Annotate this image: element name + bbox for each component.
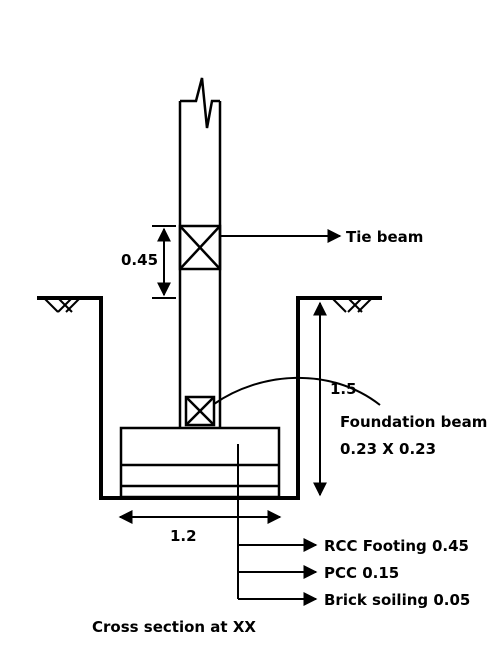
diagram-caption: Cross section at XX: [92, 618, 256, 636]
tie-beam-box: [178, 224, 222, 271]
layer-callout-leaders: [237, 444, 318, 606]
pcc-label: PCC 0.15: [324, 564, 399, 582]
ground-hatch-left: [43, 297, 81, 313]
tie-beam-label: Tie beam: [346, 228, 423, 246]
tie-beam-height-label: 0.45: [121, 251, 158, 269]
footing-width-label: 1.2: [170, 527, 197, 545]
ground-hatch-right: [331, 297, 373, 313]
column: [178, 77, 222, 428]
brick-soiling-label: Brick soiling 0.05: [324, 591, 470, 609]
excavation-depth-label: 1.5: [330, 380, 357, 398]
footing-layers: [119, 426, 281, 499]
foundation-beam-leader: [213, 376, 381, 406]
foundation-beam-label: Foundation beam: [340, 413, 487, 431]
foundation-beam-box: [184, 395, 216, 427]
rcc-footing-label: RCC Footing 0.45: [324, 537, 469, 555]
foundation-beam-size-label: 0.23 X 0.23: [340, 440, 436, 458]
tie-beam-height-dimension: [152, 225, 176, 299]
